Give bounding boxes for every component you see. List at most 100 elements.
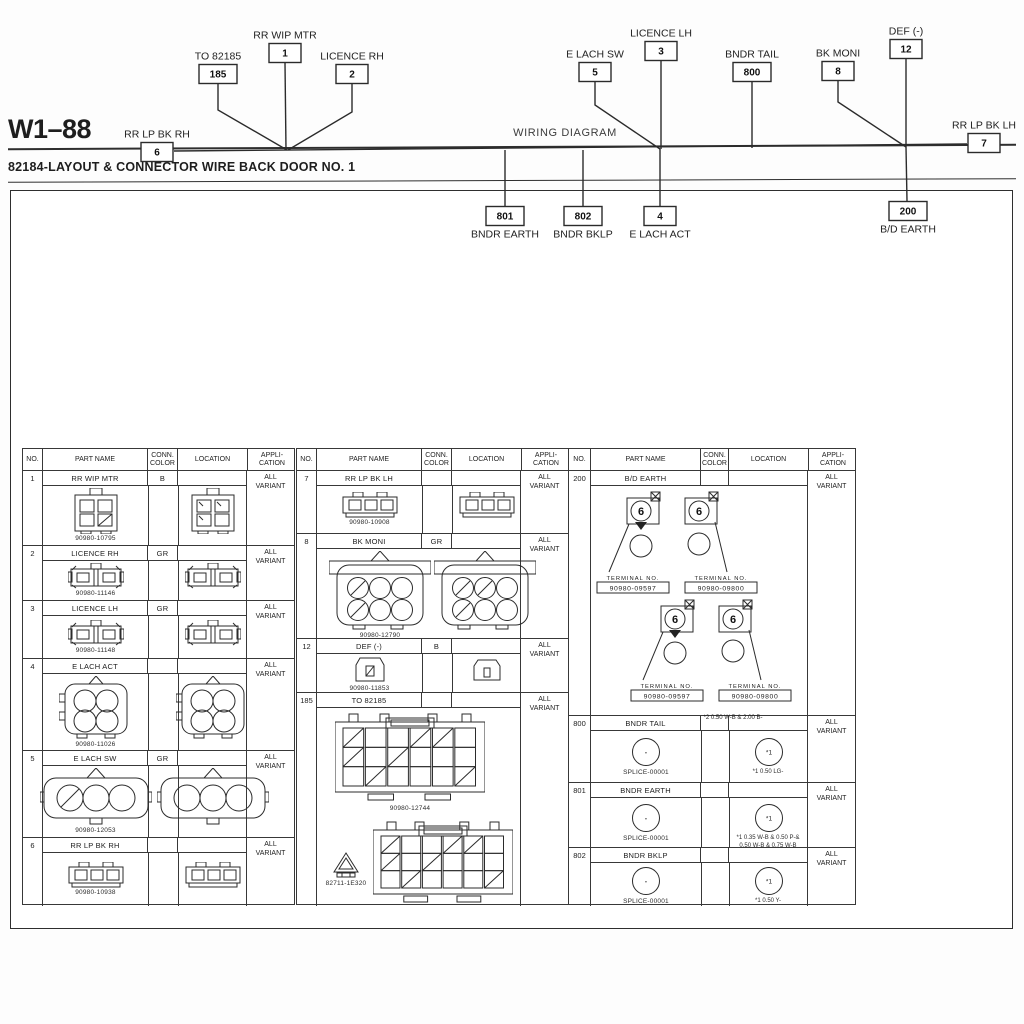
application-cell: ALL VARIANT — [246, 601, 294, 658]
column-header-location: LOCATION — [452, 449, 522, 470]
connector-drawing — [341, 492, 399, 518]
application-cell: ALL VARIANT — [807, 471, 855, 715]
svg-text:BNDR TAIL: BNDR TAIL — [725, 49, 779, 61]
connector-node-5: 5E LACH SW — [566, 49, 624, 83]
column-header-no: NO. — [23, 449, 43, 470]
part-number: 90980-10795 — [75, 535, 116, 542]
conn-color-cell — [701, 848, 729, 862]
conn-color-cell — [148, 659, 178, 673]
svg-text:*2 0.50 W-B & 2.00 B-: *2 0.50 W-B & 2.00 B- — [704, 715, 763, 721]
location-cell — [178, 838, 248, 852]
column-header-conn-color: CONN. COLOR — [701, 449, 729, 470]
connector-location-drawing: *1 — [753, 802, 785, 834]
svg-text:90980-09597: 90980-09597 — [610, 586, 657, 593]
connector-location-drawing — [434, 551, 536, 631]
svg-text:TERMINAL NO.: TERMINAL NO. — [728, 684, 781, 690]
svg-text:RR LP BK RH: RR LP BK RH — [124, 129, 190, 141]
svg-text:*1: *1 — [766, 816, 773, 823]
connector-drawing: • — [630, 802, 662, 834]
column-divider — [422, 654, 423, 692]
part-name-cell: DEF (-) — [317, 639, 422, 653]
svg-text:E LACH ACT: E LACH ACT — [629, 229, 691, 241]
svg-text:LICENCE LH: LICENCE LH — [630, 28, 692, 40]
location-cell — [178, 546, 248, 560]
application-cell: ALL VARIANT — [246, 471, 294, 545]
application-cell: ALL VARIANT — [246, 659, 294, 750]
column-divider — [148, 486, 149, 545]
column-divider — [701, 863, 702, 906]
row-number: 7 — [297, 471, 317, 533]
svg-text:6: 6 — [696, 506, 702, 518]
part-number: 90980-12790 — [359, 632, 401, 639]
conn-color-cell: GR — [148, 546, 178, 560]
part-name-cell: TO 82185 — [317, 693, 422, 707]
column-header-part-name: PART NAME — [43, 449, 148, 470]
column-divider — [178, 853, 179, 906]
application-cell: ALL VARIANT — [807, 783, 855, 847]
application-cell: ALL VARIANT — [520, 693, 568, 906]
part-number: 90980-10908 — [349, 519, 390, 526]
svg-text:6: 6 — [638, 506, 644, 518]
column-divider — [729, 798, 730, 847]
part-name-cell: LICENCE LH — [43, 601, 148, 615]
column-header-part-name: PART NAME — [591, 449, 701, 470]
part-number: SPLICE-00001 — [623, 835, 669, 842]
part-number: 90980-11853 — [349, 685, 390, 692]
part-name-cell: RR LP BK RH — [43, 838, 148, 852]
conn-color-cell: GR — [148, 751, 178, 765]
svg-text:•: • — [645, 817, 647, 823]
row-number: 3 — [23, 601, 43, 658]
application-cell: ALL VARIANT — [520, 471, 568, 533]
connector-drawing — [329, 551, 431, 631]
section-title: 82184-LAYOUT & CONNECTOR WIRE BACK DOOR … — [8, 160, 356, 174]
conn-color-cell — [701, 471, 729, 485]
application-cell: ALL VARIANT — [246, 838, 294, 906]
svg-text:RR LP BK LH: RR LP BK LH — [952, 120, 1016, 132]
part-name-cell: BNDR TAIL — [591, 716, 701, 730]
connector-drawing — [67, 619, 124, 646]
column-header-no: NO. — [297, 449, 317, 470]
svg-text:TERMINAL NO.: TERMINAL NO. — [606, 576, 659, 582]
part-number: SPLICE-00001 — [623, 898, 669, 905]
column-divider — [148, 561, 149, 600]
part-number: 90980-10938 — [75, 888, 116, 896]
location-cell — [452, 471, 522, 485]
location-cell — [178, 601, 248, 615]
column-header-conn-color: CONN. COLOR — [422, 449, 452, 470]
svg-text:TO 82185: TO 82185 — [195, 51, 242, 63]
connector-location-drawing: *1 — [753, 865, 785, 897]
svg-text:DEF (-): DEF (-) — [889, 26, 923, 38]
svg-text:4: 4 — [657, 212, 663, 223]
column-divider — [729, 731, 730, 782]
assembly-icon — [331, 852, 361, 878]
part-number: 90980-11148 — [75, 646, 116, 654]
conn-color-cell: B — [148, 471, 178, 485]
svg-text:6: 6 — [154, 148, 160, 159]
connector-location-drawing — [176, 676, 250, 740]
location-note: *1 0.35 W-B & 0.50 P-& 0.50 W-B & 0.75 W… — [736, 835, 800, 849]
column-header-application: APPLI- CATION — [820, 452, 846, 467]
part-name-cell: RR LP BK LH — [317, 471, 422, 485]
svg-text:LICENCE RH: LICENCE RH — [320, 51, 384, 63]
connector-location-drawing — [157, 768, 269, 826]
part-number: 90980-12744 — [389, 805, 431, 812]
part-name-cell: BK MONI — [317, 534, 422, 548]
application-cell: ALL VARIANT — [520, 639, 568, 692]
row-number: 801 — [569, 783, 591, 847]
conn-color-cell — [701, 783, 729, 797]
